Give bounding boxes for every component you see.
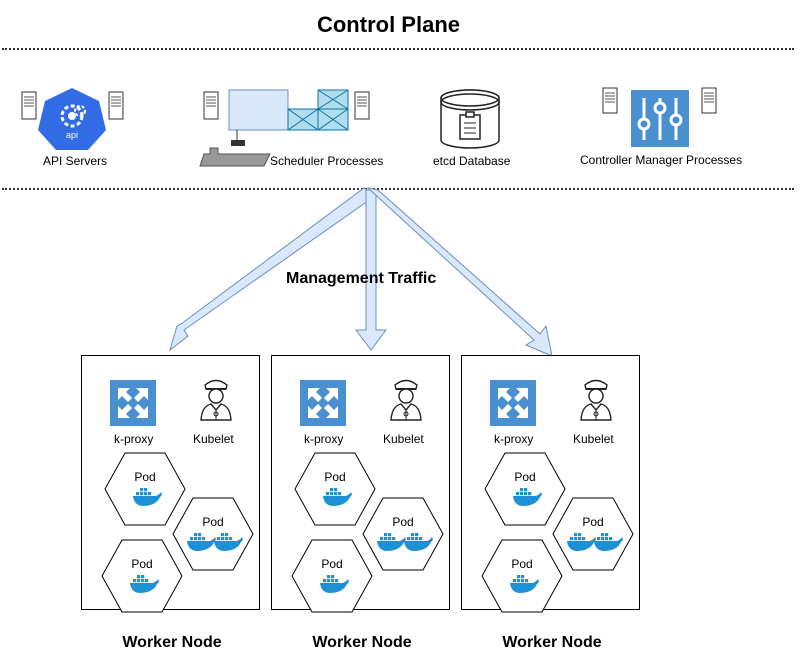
kubelet-label: Kubelet bbox=[193, 432, 234, 446]
docker-whale-icon bbox=[513, 488, 542, 506]
docker-whale-icon bbox=[320, 575, 349, 593]
k-proxy-icon bbox=[300, 380, 346, 426]
pod-hexagon: Pod bbox=[484, 452, 566, 526]
server-rack-icon bbox=[203, 91, 219, 120]
docker-whale-icon bbox=[323, 488, 352, 506]
control-plane-title: Control Plane bbox=[316, 12, 460, 37]
docker-whale-icon bbox=[404, 533, 433, 551]
etcd-database-label: etcd Database bbox=[433, 154, 511, 168]
docker-whale-icon bbox=[377, 533, 406, 551]
api-servers-label: API Servers bbox=[43, 154, 108, 168]
pod-hexagon: Pod bbox=[362, 497, 444, 571]
control-plane-top-divider bbox=[2, 48, 794, 50]
worker-node-title: Worker Node bbox=[312, 634, 412, 651]
kubelet-captain-icon bbox=[200, 379, 232, 421]
pod-label: Pod bbox=[582, 515, 603, 529]
database-icon bbox=[440, 89, 500, 149]
arrow-to-node-1 bbox=[169, 187, 376, 352]
pod-hexagon: Pod bbox=[552, 497, 634, 571]
worker-node-2: k-proxy Kubelet Pod Pod Pod bbox=[271, 355, 450, 613]
pod-hexagon: Pod bbox=[104, 452, 186, 526]
pod-hexagon: Pod bbox=[291, 539, 373, 613]
controller-manager-label: Controller Manager Processes bbox=[580, 153, 743, 167]
k-proxy-label: k-proxy bbox=[304, 432, 344, 446]
worker-node-title: Worker Node bbox=[122, 634, 222, 651]
server-rack-icon bbox=[602, 87, 618, 114]
ship-container-icon bbox=[199, 89, 349, 167]
kubelet-captain-icon bbox=[580, 379, 612, 421]
kubelet-captain-icon bbox=[390, 379, 422, 421]
controller-manager-group bbox=[602, 87, 717, 147]
docker-whale-icon bbox=[594, 533, 623, 551]
k-proxy-icon bbox=[110, 380, 156, 426]
docker-whale-icon bbox=[130, 575, 159, 593]
scheduler-processes-label: Scheduler Processes bbox=[270, 154, 384, 168]
scheduler-group bbox=[199, 89, 370, 167]
pod-label: Pod bbox=[202, 515, 223, 529]
k-proxy-label: k-proxy bbox=[494, 432, 534, 446]
api-badge-text: api bbox=[66, 130, 78, 140]
server-rack-icon bbox=[701, 87, 717, 114]
pod-hexagon: Pod bbox=[172, 497, 254, 571]
pod-label: Pod bbox=[514, 470, 535, 484]
control-plane-bottom-divider bbox=[2, 188, 794, 190]
pod-label: Pod bbox=[392, 515, 413, 529]
api-server-group: api bbox=[21, 88, 124, 150]
server-rack-icon bbox=[108, 91, 124, 120]
pod-label: Pod bbox=[131, 557, 152, 571]
pod-label: Pod bbox=[321, 557, 342, 571]
server-rack-icon bbox=[354, 91, 370, 120]
kubelet-label: Kubelet bbox=[573, 432, 614, 446]
kubernetes-api-icon: api bbox=[38, 88, 106, 150]
docker-whale-icon bbox=[510, 575, 539, 593]
pod-label: Pod bbox=[324, 470, 345, 484]
docker-whale-icon bbox=[187, 533, 216, 551]
arrow-to-node-2 bbox=[355, 189, 387, 351]
pod-label: Pod bbox=[511, 557, 532, 571]
pod-label: Pod bbox=[134, 470, 155, 484]
pod-hexagon: Pod bbox=[101, 539, 183, 613]
arrow-to-node-3 bbox=[366, 187, 553, 357]
management-traffic-label: Management Traffic bbox=[286, 270, 437, 287]
kubelet-label: Kubelet bbox=[383, 432, 424, 446]
worker-node-3: k-proxy Kubelet Pod Pod Pod bbox=[461, 355, 640, 613]
docker-whale-icon bbox=[214, 533, 243, 551]
k-proxy-icon bbox=[490, 380, 536, 426]
docker-whale-icon bbox=[567, 533, 596, 551]
pod-hexagon: Pod bbox=[294, 452, 376, 526]
pod-hexagon: Pod bbox=[481, 539, 563, 613]
server-rack-icon bbox=[21, 91, 37, 120]
k-proxy-label: k-proxy bbox=[114, 432, 154, 446]
sliders-icon bbox=[631, 90, 689, 147]
worker-node-1: k-proxy Kubelet Pod Pod Pod bbox=[81, 355, 260, 613]
worker-node-title: Worker Node bbox=[502, 634, 602, 651]
docker-whale-icon bbox=[133, 488, 162, 506]
